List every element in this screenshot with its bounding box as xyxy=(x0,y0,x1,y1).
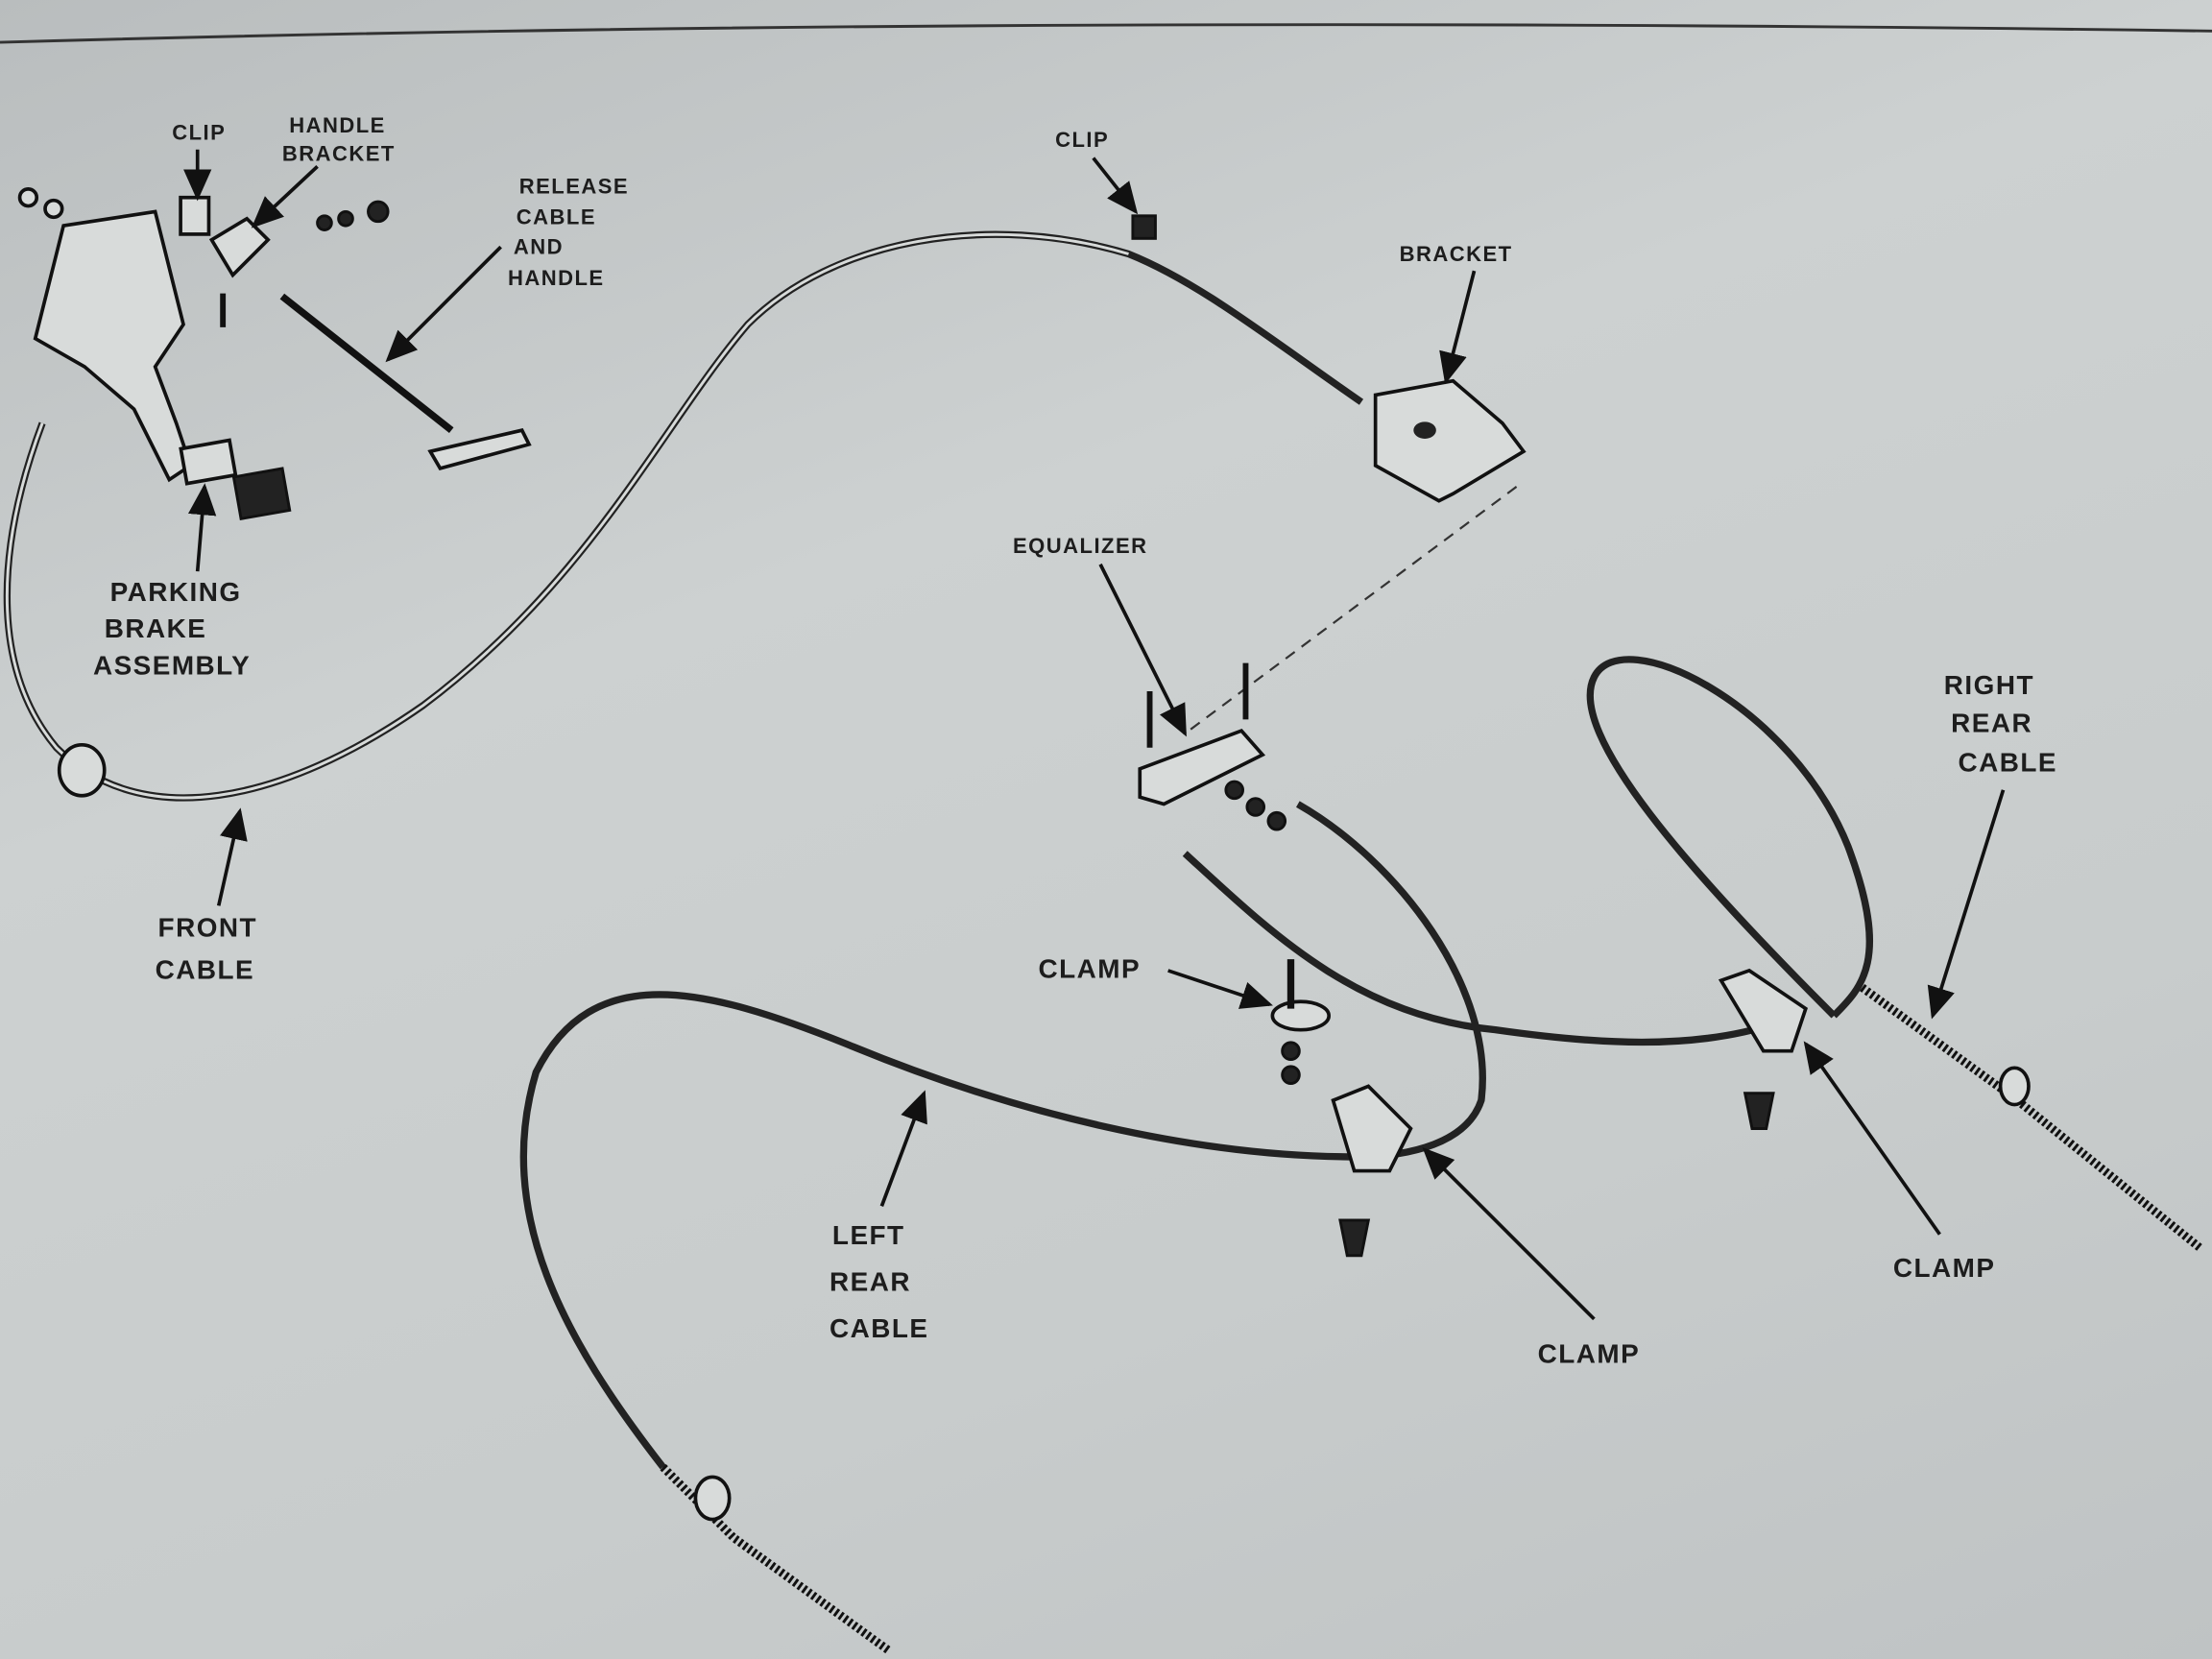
label-release-1: RELEASE xyxy=(519,174,629,198)
label-clamp-center: CLAMP xyxy=(1538,1338,1641,1368)
front-cable xyxy=(3,230,1364,802)
label-equalizer: EQUALIZER xyxy=(1013,534,1148,558)
label-release-2: CABLE xyxy=(517,205,596,229)
label-release-4: HANDLE xyxy=(508,266,605,290)
equalizer-part xyxy=(1138,662,1287,831)
label-left-rear-1: LEFT xyxy=(832,1220,905,1250)
label-handle-bracket-1: HANDLE xyxy=(289,113,386,137)
label-left-rear-3: CABLE xyxy=(830,1313,928,1343)
label-clamp-right: CLAMP xyxy=(1893,1253,1996,1283)
label-clamp-upper: CLAMP xyxy=(1038,953,1141,983)
label-right-rear-3: CABLE xyxy=(1959,748,2057,778)
label-right-rear-1: RIGHT xyxy=(1944,670,2034,700)
label-front-1: FRONT xyxy=(158,913,257,943)
label-parking-3: ASSEMBLY xyxy=(93,650,251,680)
label-parking-2: BRAKE xyxy=(105,613,207,643)
grommet xyxy=(57,743,107,798)
label-front-2: CABLE xyxy=(156,955,254,985)
page-edge xyxy=(0,23,2212,44)
label-bracket: BRACKET xyxy=(1400,242,1513,266)
release-cable-and-handle xyxy=(279,293,532,470)
label-left-rear-2: REAR xyxy=(830,1266,911,1296)
label-handle-bracket-2: BRACKET xyxy=(282,142,396,166)
leader-arrows xyxy=(183,149,2006,1321)
label-release-3: AND xyxy=(514,234,564,258)
clip-part xyxy=(1131,214,1157,240)
left-rear-cable xyxy=(519,801,1486,1470)
label-clip-top-left: CLIP xyxy=(172,120,226,144)
right-rear-cable xyxy=(1182,851,1779,1046)
label-parking-1: PARKING xyxy=(110,577,242,607)
label-right-rear-2: REAR xyxy=(1951,709,2032,738)
parking-brake-assembly xyxy=(17,187,390,521)
bracket-part xyxy=(1373,378,1527,503)
clamp-parts xyxy=(1270,959,1808,1258)
label-clip-top-center: CLIP xyxy=(1055,128,1109,152)
